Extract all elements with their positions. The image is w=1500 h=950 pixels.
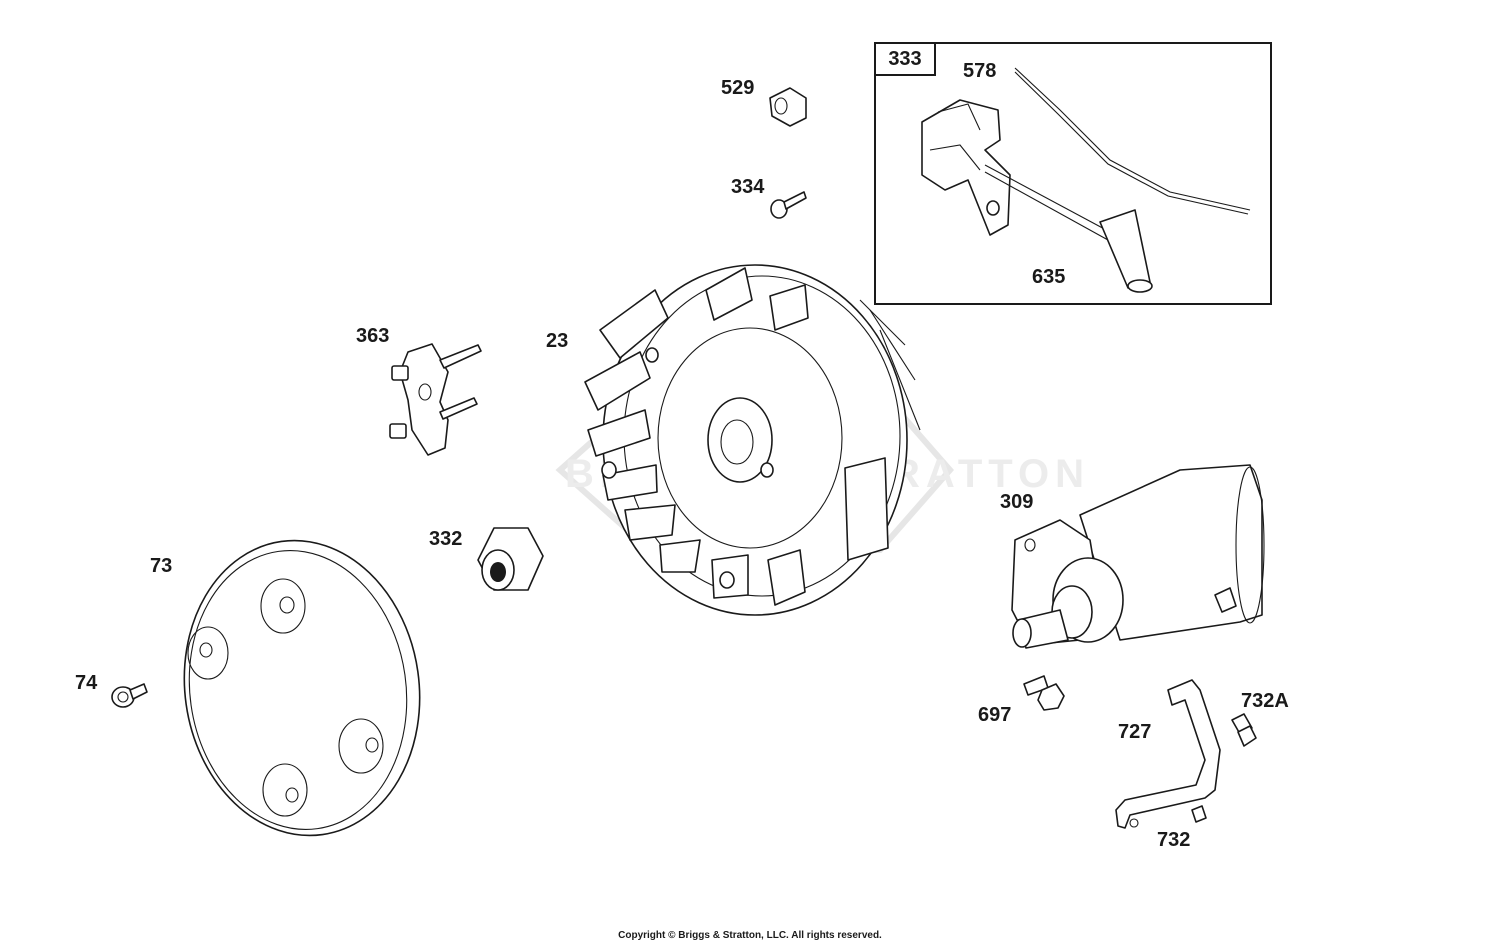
callout-363[interactable]: 363: [356, 325, 390, 347]
bolt-icon[interactable]: [1023, 675, 1065, 711]
copyright-notice: Copyright © Briggs & Stratton, LLC. All …: [618, 930, 882, 941]
callout-73[interactable]: 73: [150, 555, 173, 577]
grommet-icon[interactable]: [769, 87, 807, 127]
cover-plate-icon[interactable]: [166, 525, 439, 851]
callout-74[interactable]: 74: [75, 672, 98, 694]
callout-333[interactable]: 333: [874, 42, 936, 76]
callout-23[interactable]: 23: [546, 330, 569, 352]
callout-309[interactable]: 309: [1000, 491, 1034, 513]
bolt-icon[interactable]: [770, 191, 807, 219]
kit-frame: [874, 42, 1272, 305]
callout-635[interactable]: 635: [1032, 266, 1066, 288]
ignition-armature-icon[interactable]: [921, 67, 1251, 293]
callout-529[interactable]: 529: [721, 77, 755, 99]
starter-motor-icon[interactable]: [1011, 464, 1265, 649]
bolt-icon[interactable]: [111, 683, 148, 708]
callout-732[interactable]: 732: [1157, 829, 1191, 851]
callout-732a[interactable]: 732A: [1241, 690, 1289, 712]
flange-nut-icon[interactable]: [477, 527, 544, 591]
callout-332[interactable]: 332: [429, 528, 463, 550]
bolt-icon[interactable]: [1191, 805, 1207, 823]
flywheel-icon[interactable]: [584, 264, 921, 616]
callout-334[interactable]: 334: [731, 176, 765, 198]
callout-578[interactable]: 578: [963, 60, 997, 82]
bracket-icon[interactable]: [1115, 679, 1221, 829]
callout-727[interactable]: 727: [1118, 721, 1152, 743]
fan-retainer-icon[interactable]: [389, 343, 482, 456]
bolt-icon[interactable]: [1231, 713, 1257, 747]
callout-697[interactable]: 697: [978, 704, 1012, 726]
